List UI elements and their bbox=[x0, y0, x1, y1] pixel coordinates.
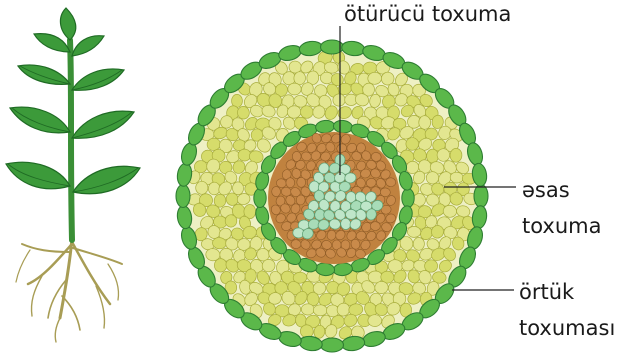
ground-cell bbox=[419, 115, 431, 129]
ground-cell bbox=[288, 83, 302, 95]
covering-cell bbox=[176, 185, 190, 208]
plant-roots bbox=[16, 238, 122, 342]
ground-cell bbox=[407, 226, 421, 237]
ground-tissue-label-line2: toxuma bbox=[522, 212, 602, 240]
brown-cell bbox=[296, 177, 305, 188]
inner-ring-cell bbox=[402, 189, 414, 208]
ground-cell bbox=[313, 305, 327, 316]
plant-illustration bbox=[6, 8, 140, 342]
ground-cell bbox=[232, 182, 243, 195]
covering-cell bbox=[474, 185, 488, 208]
conducting-tissue-label: ötürücü toxuma bbox=[344, 0, 511, 28]
conducting-cell bbox=[345, 209, 356, 219]
ground-cell bbox=[368, 315, 382, 327]
ground-cell bbox=[238, 149, 251, 161]
ground-cell bbox=[214, 259, 227, 273]
covering-tissue-label-line1: örtük bbox=[519, 278, 574, 306]
inner-ring-cell bbox=[254, 189, 266, 208]
ground-cell bbox=[208, 182, 220, 195]
brown-cell bbox=[370, 222, 380, 231]
ground-cell bbox=[450, 148, 462, 162]
ground-tissue-label-line1: əsas bbox=[522, 176, 570, 204]
brown-cell bbox=[271, 186, 280, 196]
ground-cell bbox=[196, 181, 209, 194]
ground-cell bbox=[413, 237, 424, 250]
covering-cell bbox=[321, 338, 344, 352]
stem-cross-section bbox=[176, 40, 488, 352]
brown-cell bbox=[286, 178, 295, 188]
plant-stem bbox=[70, 40, 72, 240]
ground-cell bbox=[301, 304, 314, 316]
covering-tissue-label-line2: toxuması bbox=[519, 314, 615, 342]
brown-cell bbox=[292, 151, 301, 161]
